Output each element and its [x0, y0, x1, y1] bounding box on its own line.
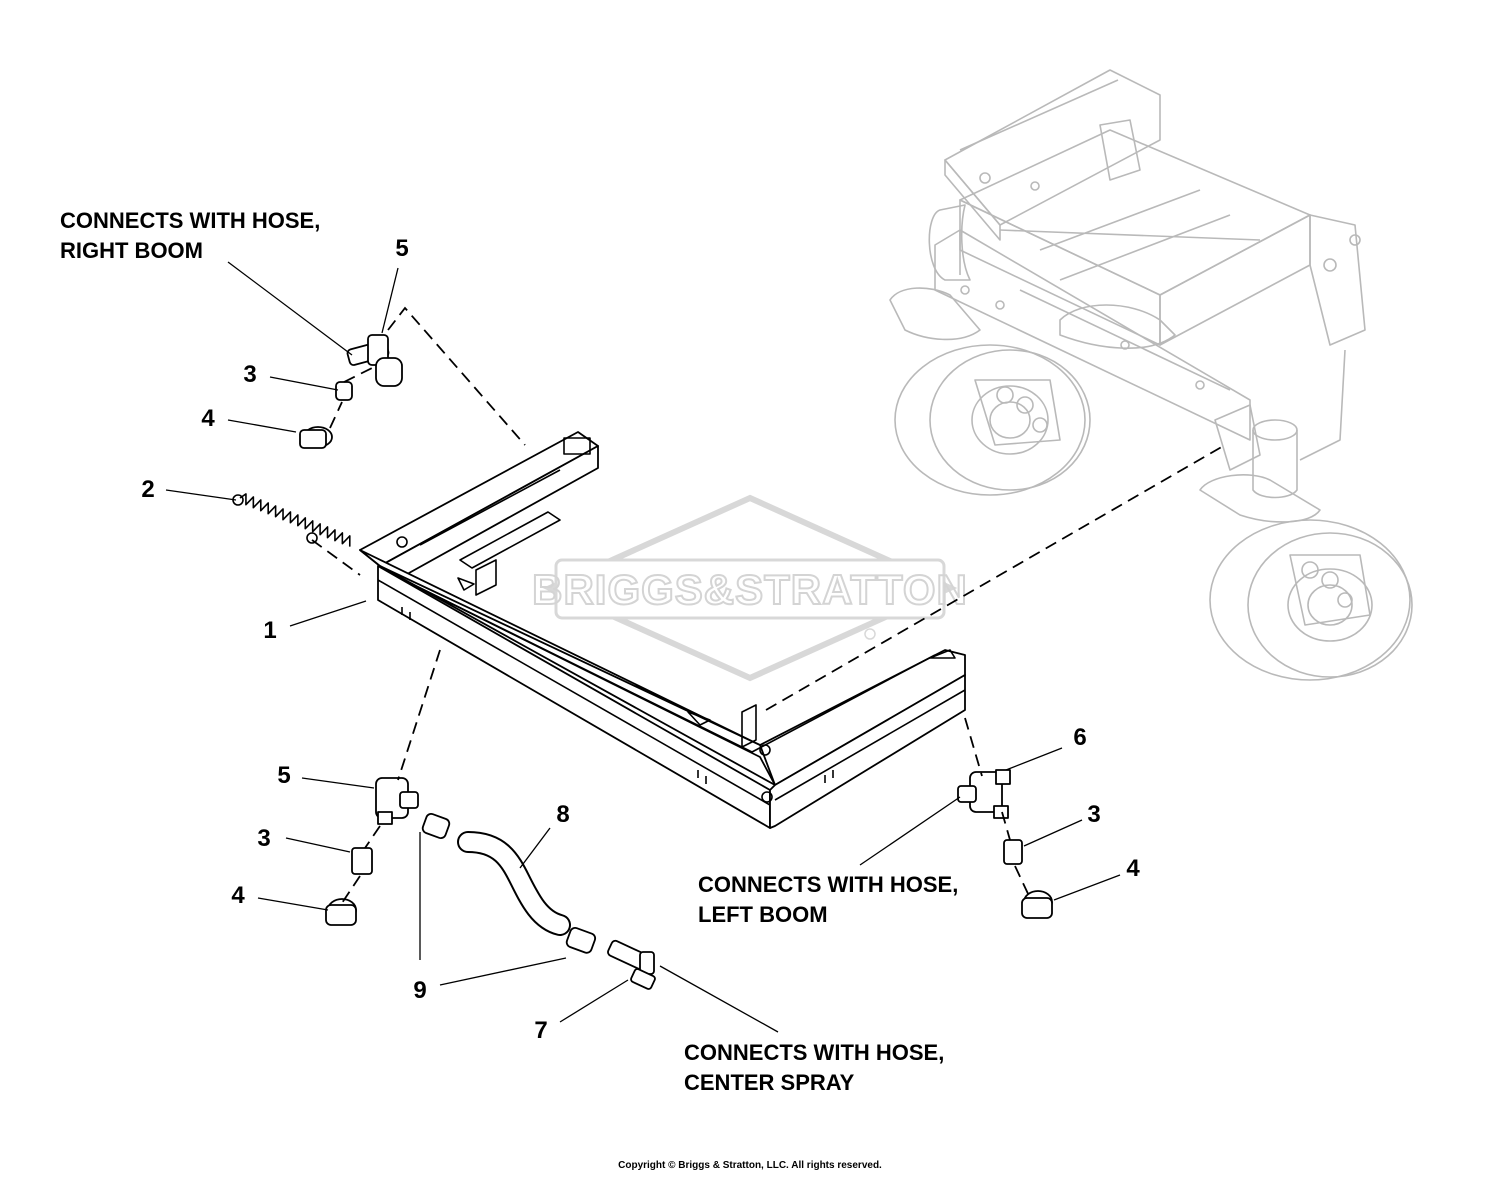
- callout-7: 7: [534, 1017, 547, 1044]
- note-center-spray-line2: CENTER SPRAY: [684, 1070, 855, 1095]
- callout-4-top: 4: [201, 405, 215, 432]
- callout-9: 9: [413, 977, 426, 1004]
- note-center-spray-line1: CONNECTS WITH HOSE,: [684, 1040, 944, 1065]
- callout-numbers: 5 3 4 2 1 5 3 4 6 3 4 8 9 7: [141, 235, 1140, 1044]
- callout-1: 1: [263, 617, 276, 644]
- note-left-boom: CONNECTS WITH HOSE, LEFT BOOM: [698, 872, 958, 927]
- watermark-text: BRIGGS&STRATTON: [532, 566, 968, 613]
- callout-4-left: 4: [231, 882, 245, 909]
- nozzle-assembly-right: [957, 769, 1053, 919]
- boom-frame-part-1: [359, 431, 966, 829]
- note-right-boom-line1: CONNECTS WITH HOSE,: [60, 208, 320, 233]
- callout-5-left: 5: [277, 762, 290, 789]
- callout-3-left: 3: [257, 825, 270, 852]
- copyright-footer: Copyright © Briggs & Stratton, LLC. All …: [618, 1160, 882, 1171]
- brand-watermark: BRIGGS&STRATTON: [531, 494, 968, 682]
- note-left-boom-line1: CONNECTS WITH HOSE,: [698, 872, 958, 897]
- callout-5-top: 5: [395, 235, 408, 262]
- callout-8: 8: [556, 801, 569, 828]
- hose-assembly: [421, 813, 656, 990]
- spring-part-2: [232, 493, 351, 547]
- note-left-boom-line2: LEFT BOOM: [698, 902, 828, 927]
- note-right-boom-line2: RIGHT BOOM: [60, 238, 203, 263]
- note-right-boom: CONNECTS WITH HOSE, RIGHT BOOM: [60, 208, 320, 263]
- callout-3-top: 3: [243, 361, 256, 388]
- note-center-spray: CONNECTS WITH HOSE, CENTER SPRAY: [684, 1040, 944, 1095]
- nozzle-assembly-top: [299, 334, 403, 449]
- leader-lines: [165, 261, 1121, 1033]
- nozzle-assembly-left: [325, 777, 419, 926]
- callout-2: 2: [141, 476, 154, 503]
- callout-3-right: 3: [1087, 801, 1100, 828]
- callout-4-right: 4: [1126, 855, 1140, 882]
- assembly-lines: [311, 306, 1226, 907]
- mower-frame-ghost: [889, 69, 1413, 681]
- callout-6: 6: [1073, 724, 1086, 751]
